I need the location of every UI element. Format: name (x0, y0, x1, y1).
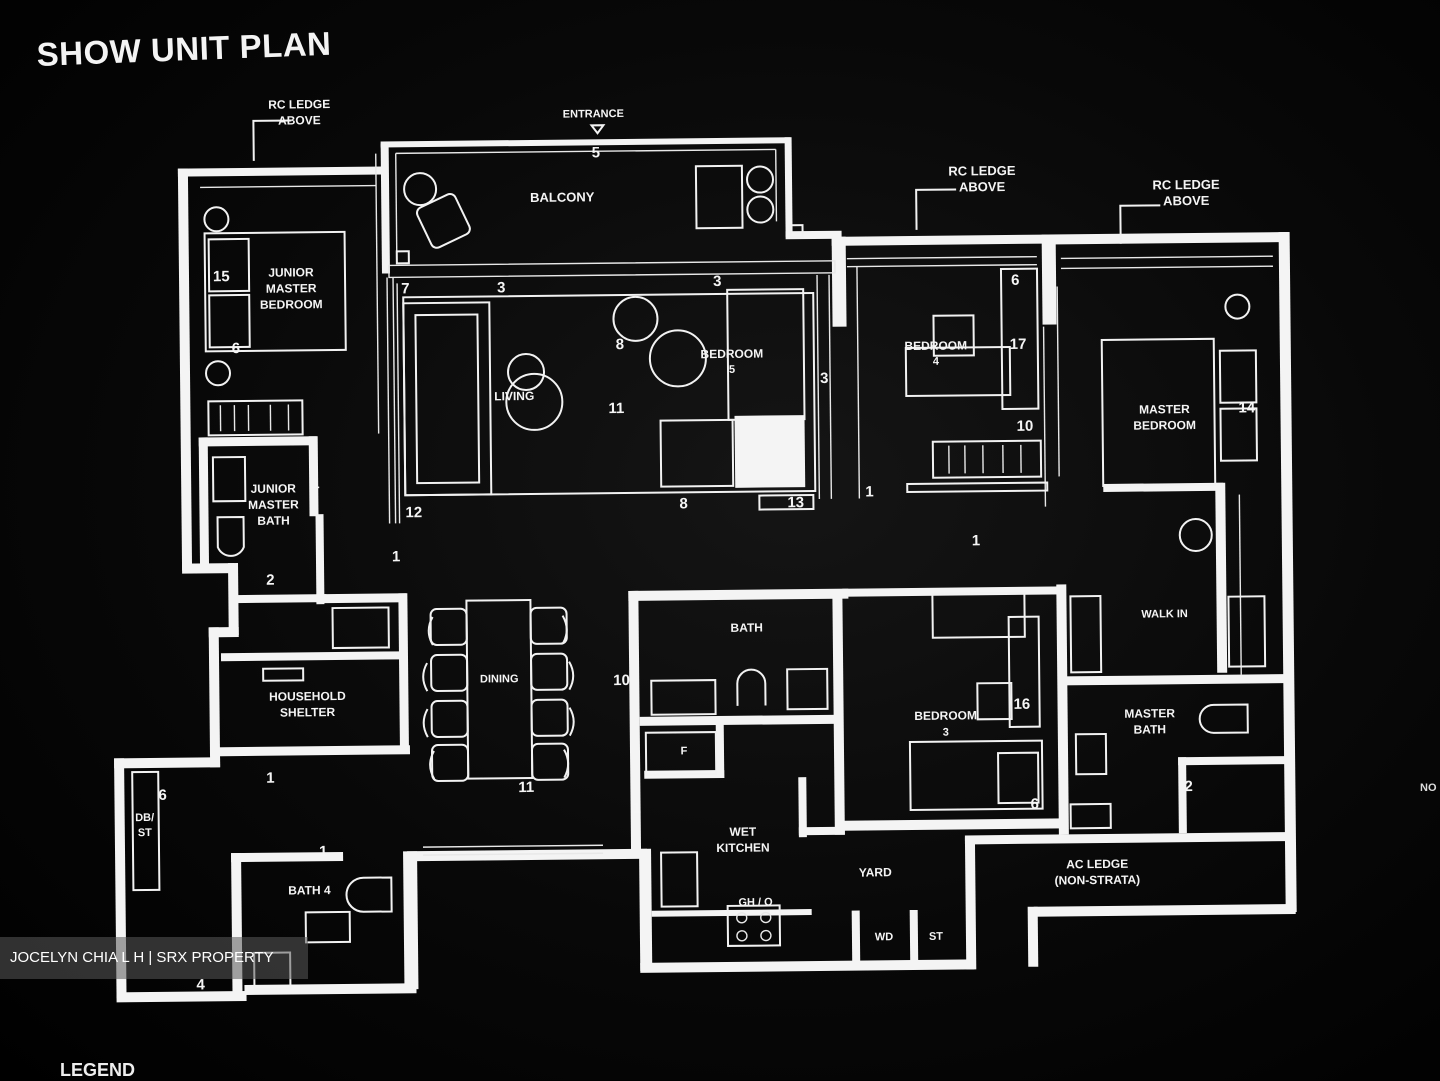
yard-label: YARD (859, 865, 892, 879)
num-6-d: 6 (1030, 796, 1039, 813)
num-1-g: 1 (319, 843, 328, 860)
num-11-a: 11 (608, 400, 624, 417)
num-17: 17 (1010, 336, 1027, 353)
watermark: JOCELYN CHIA L H | SRX PROPERTY (0, 937, 308, 979)
entrance-label: ENTRANCE (563, 108, 624, 121)
ac-ledge-label-1: AC LEDGE (1066, 857, 1128, 872)
junior-master-bedroom-label-3: BEDROOM (260, 297, 323, 312)
num-2-b: 2 (1184, 778, 1193, 795)
rc-ledge-label-2: RC LEDGE (948, 163, 1016, 179)
bedroom-4-number: 4 (933, 356, 940, 368)
db-st-label-1: DB/ (135, 812, 154, 824)
num-11-b: 11 (518, 779, 534, 796)
num-7: 7 (401, 280, 410, 297)
wd-label: WD (875, 931, 894, 943)
st-label: ST (929, 931, 943, 943)
num-6-b: 6 (1011, 272, 1020, 289)
num-12: 12 (405, 504, 422, 521)
rc-ledge-above-3: ABOVE (1163, 193, 1210, 208)
num-5-entrance: 5 (592, 144, 601, 161)
wet-kitchen-label-2: KITCHEN (716, 840, 769, 855)
balcony-label: BALCONY (530, 189, 595, 205)
num-3-c: 3 (820, 370, 829, 387)
legend-heading: LEGEND (60, 1060, 135, 1081)
junior-master-bedroom-label-2: MASTER (266, 281, 317, 296)
bath-4-label: BATH 4 (288, 883, 331, 897)
wet-kitchen-label-1: WET (729, 825, 756, 839)
num-13: 13 (787, 494, 804, 511)
bedroom-4-label: BEDROOM (904, 338, 967, 353)
bedroom-5-number: 5 (729, 364, 735, 376)
junior-master-bedroom-label-1: JUNIOR (268, 265, 314, 279)
num-10-b: 10 (613, 672, 630, 689)
household-shelter-label-2: SHELTER (280, 705, 336, 720)
num-1-c: 1 (865, 483, 874, 500)
household-shelter-label-1: HOUSEHOLD (269, 689, 346, 704)
walk-in-label: WALK IN (1141, 608, 1188, 620)
rc-ledge-above-1: ABOVE (278, 113, 321, 127)
gh-o-label: GH / O (738, 896, 773, 908)
dining-label: DINING (480, 673, 519, 685)
ac-ledge-label-2: (NON-STRATA) (1055, 873, 1141, 888)
num-2-a: 2 (266, 572, 275, 589)
num-1-f: 1 (633, 800, 642, 817)
rc-ledge-above-2: ABOVE (959, 179, 1006, 194)
num-16: 16 (1013, 696, 1030, 713)
num-15: 15 (213, 268, 230, 285)
living-label: LIVING (494, 389, 534, 403)
fridge-label: F (681, 745, 688, 757)
common-bath-label: BATH (730, 621, 763, 635)
interior-walls (199, 426, 1297, 973)
db-st-label-2: ST (138, 827, 152, 839)
num-3-b: 3 (713, 273, 722, 290)
rc-ledge-label-1: RC LEDGE (268, 97, 330, 112)
num-8-a: 8 (616, 336, 625, 353)
bedroom-3-number: 3 (943, 727, 949, 739)
num-10-a: 10 (1017, 418, 1034, 435)
bedroom-3-label: BEDROOM (914, 708, 977, 723)
num-8-b: 8 (679, 495, 688, 512)
num-1-e: 1 (266, 770, 275, 787)
master-bedroom-label-1: MASTER (1139, 402, 1190, 417)
master-bath-label-1: MASTER (1124, 706, 1175, 721)
num-6-a: 6 (232, 340, 241, 357)
master-bath-label-2: BATH (1134, 722, 1167, 736)
master-bedroom-label-2: BEDROOM (1133, 418, 1196, 433)
junior-master-bath-label-3: BATH (257, 514, 290, 528)
rc-ledge-label-3: RC LEDGE (1152, 177, 1220, 193)
num-3-a: 3 (497, 279, 506, 296)
num-1-a: 1 (311, 475, 320, 492)
num-1-b: 1 (392, 548, 401, 565)
num-14: 14 (1238, 399, 1256, 416)
num-1-d: 1 (972, 532, 981, 549)
edge-text: NO (1420, 782, 1437, 794)
bedroom-5-label: BEDROOM (700, 347, 763, 362)
junior-master-bath-label-1: JUNIOR (250, 481, 296, 495)
junior-master-bath-label-2: MASTER (248, 497, 299, 512)
num-6-c: 6 (158, 787, 167, 804)
